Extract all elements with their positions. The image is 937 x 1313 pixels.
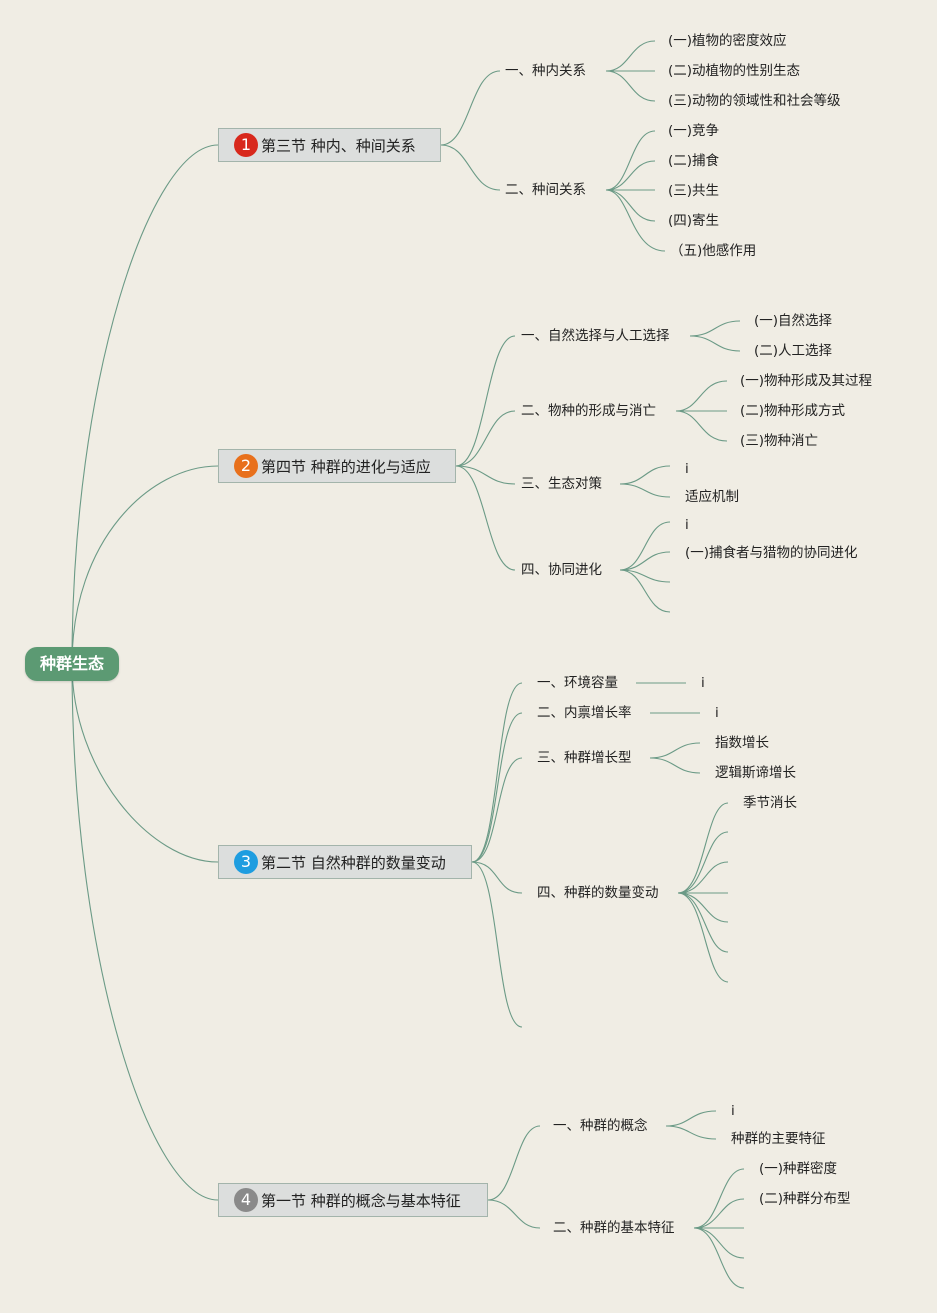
connector bbox=[487, 1199, 541, 1229]
leaf-node[interactable]: (一)捕食者与猎物的协同进化 bbox=[685, 545, 858, 561]
leaf-node[interactable]: (二)物种形成方式 bbox=[740, 403, 846, 419]
leaf-node[interactable]: 指数增长 bbox=[715, 735, 769, 751]
section-node-4[interactable]: 4 第一节 种群的概念与基本特征 bbox=[218, 1183, 488, 1217]
connector bbox=[71, 465, 219, 665]
topic-node[interactable]: 三、生态对策 bbox=[521, 476, 602, 492]
connector bbox=[619, 465, 671, 485]
connector bbox=[471, 861, 523, 894]
connector bbox=[665, 1125, 717, 1140]
connector bbox=[605, 189, 656, 222]
topic-node[interactable]: 一、自然选择与人工选择 bbox=[521, 328, 670, 344]
connector bbox=[487, 1125, 541, 1201]
leaf-node[interactable]: i bbox=[715, 705, 719, 721]
root-node[interactable]: 种群生态 bbox=[25, 647, 119, 681]
connector bbox=[689, 320, 741, 337]
leaf-node[interactable]: (四)寄生 bbox=[668, 213, 720, 229]
leaf-node[interactable]: (二)动植物的性别生态 bbox=[668, 63, 801, 79]
topic-node[interactable]: 一、种内关系 bbox=[505, 63, 586, 79]
section-title-1: 第三节 种内、种间关系 bbox=[261, 136, 416, 155]
connector bbox=[693, 1198, 745, 1229]
leaf-node[interactable]: (一)种群密度 bbox=[759, 1161, 838, 1177]
section-title-2: 第四节 种群的进化与适应 bbox=[261, 457, 431, 476]
leaf-node[interactable]: 逻辑斯谛增长 bbox=[715, 765, 796, 781]
topic-node[interactable]: 一、种群的概念 bbox=[553, 1118, 648, 1134]
section-node-2[interactable]: 2 第四节 种群的进化与适应 bbox=[218, 449, 456, 483]
topic-node[interactable]: 四、协同进化 bbox=[521, 562, 602, 578]
connector bbox=[649, 757, 701, 774]
connector bbox=[619, 569, 671, 613]
leaf-node[interactable]: i bbox=[701, 675, 705, 691]
topic-node[interactable]: 三、种群增长型 bbox=[537, 750, 632, 766]
connector bbox=[619, 521, 671, 571]
section-title-4: 第一节 种群的概念与基本特征 bbox=[261, 1191, 461, 1210]
connector bbox=[471, 712, 523, 863]
topic-node[interactable]: 二、种间关系 bbox=[505, 182, 586, 198]
connector bbox=[665, 1110, 717, 1127]
connector bbox=[605, 160, 656, 191]
leaf-node[interactable]: (一)自然选择 bbox=[754, 313, 833, 329]
leaf-node[interactable]: (三)共生 bbox=[668, 183, 720, 199]
connector bbox=[689, 335, 741, 352]
topic-node[interactable]: 二、内禀增长率 bbox=[537, 705, 632, 721]
connector bbox=[71, 663, 219, 863]
connector bbox=[619, 483, 671, 498]
connector bbox=[677, 892, 729, 923]
leaf-node[interactable]: (一)竞争 bbox=[668, 123, 720, 139]
connector bbox=[677, 831, 729, 894]
leaf-node[interactable]: (三)物种消亡 bbox=[740, 433, 819, 449]
topic-node[interactable]: 二、种群的基本特征 bbox=[553, 1220, 675, 1236]
number-badge-3: 3 bbox=[234, 850, 258, 874]
leaf-node[interactable]: i bbox=[731, 1103, 735, 1119]
leaf-node[interactable]: (一)物种形成及其过程 bbox=[740, 373, 873, 389]
connector bbox=[455, 465, 516, 485]
leaf-node[interactable]: 季节消长 bbox=[743, 795, 797, 811]
section-title-3: 第二节 自然种群的数量变动 bbox=[261, 853, 446, 872]
leaf-node[interactable]: (二)捕食 bbox=[668, 153, 720, 169]
section-node-3[interactable]: 3 第二节 自然种群的数量变动 bbox=[218, 845, 472, 879]
connector bbox=[471, 682, 523, 863]
leaf-node[interactable]: (二)人工选择 bbox=[754, 343, 833, 359]
connector bbox=[677, 861, 729, 894]
topic-node[interactable]: 四、种群的数量变动 bbox=[537, 885, 659, 901]
connector bbox=[693, 1227, 745, 1289]
connector bbox=[677, 892, 729, 953]
connector bbox=[675, 380, 728, 412]
topic-node[interactable]: 二、物种的形成与消亡 bbox=[521, 403, 656, 419]
leaf-node[interactable]: (三)动物的领域性和社会等级 bbox=[668, 93, 841, 109]
leaf-node[interactable]: 适应机制 bbox=[685, 489, 739, 505]
section-node-1[interactable]: 1 第三节 种内、种间关系 bbox=[218, 128, 441, 162]
connector bbox=[649, 742, 701, 759]
connector bbox=[605, 40, 656, 72]
connector bbox=[471, 757, 523, 863]
connector bbox=[675, 410, 728, 442]
leaf-node[interactable]: （五)他感作用 bbox=[670, 243, 757, 259]
connector bbox=[693, 1227, 745, 1259]
number-badge-1: 1 bbox=[234, 133, 258, 157]
connector-lines bbox=[71, 40, 745, 1289]
connector bbox=[693, 1168, 745, 1229]
connector bbox=[619, 551, 671, 571]
connector bbox=[455, 465, 516, 571]
connector bbox=[455, 335, 516, 467]
connector bbox=[440, 144, 501, 191]
connector bbox=[455, 410, 516, 467]
connector bbox=[605, 70, 656, 102]
connector bbox=[71, 663, 219, 1201]
connector bbox=[677, 802, 729, 894]
connector bbox=[71, 144, 219, 665]
leaf-node[interactable]: i bbox=[685, 461, 689, 477]
connector bbox=[440, 70, 501, 146]
leaf-node[interactable]: 种群的主要特征 bbox=[731, 1131, 826, 1147]
connector bbox=[677, 892, 729, 983]
topic-node[interactable]: 一、环境容量 bbox=[537, 675, 618, 691]
leaf-node[interactable]: (一)植物的密度效应 bbox=[668, 33, 787, 49]
leaf-node[interactable]: i bbox=[685, 517, 689, 533]
leaf-node[interactable]: (二)种群分布型 bbox=[759, 1191, 851, 1207]
connector bbox=[471, 861, 523, 1028]
number-badge-2: 2 bbox=[234, 454, 258, 478]
number-badge-4: 4 bbox=[234, 1188, 258, 1212]
connector bbox=[605, 130, 656, 191]
connector bbox=[605, 189, 666, 252]
